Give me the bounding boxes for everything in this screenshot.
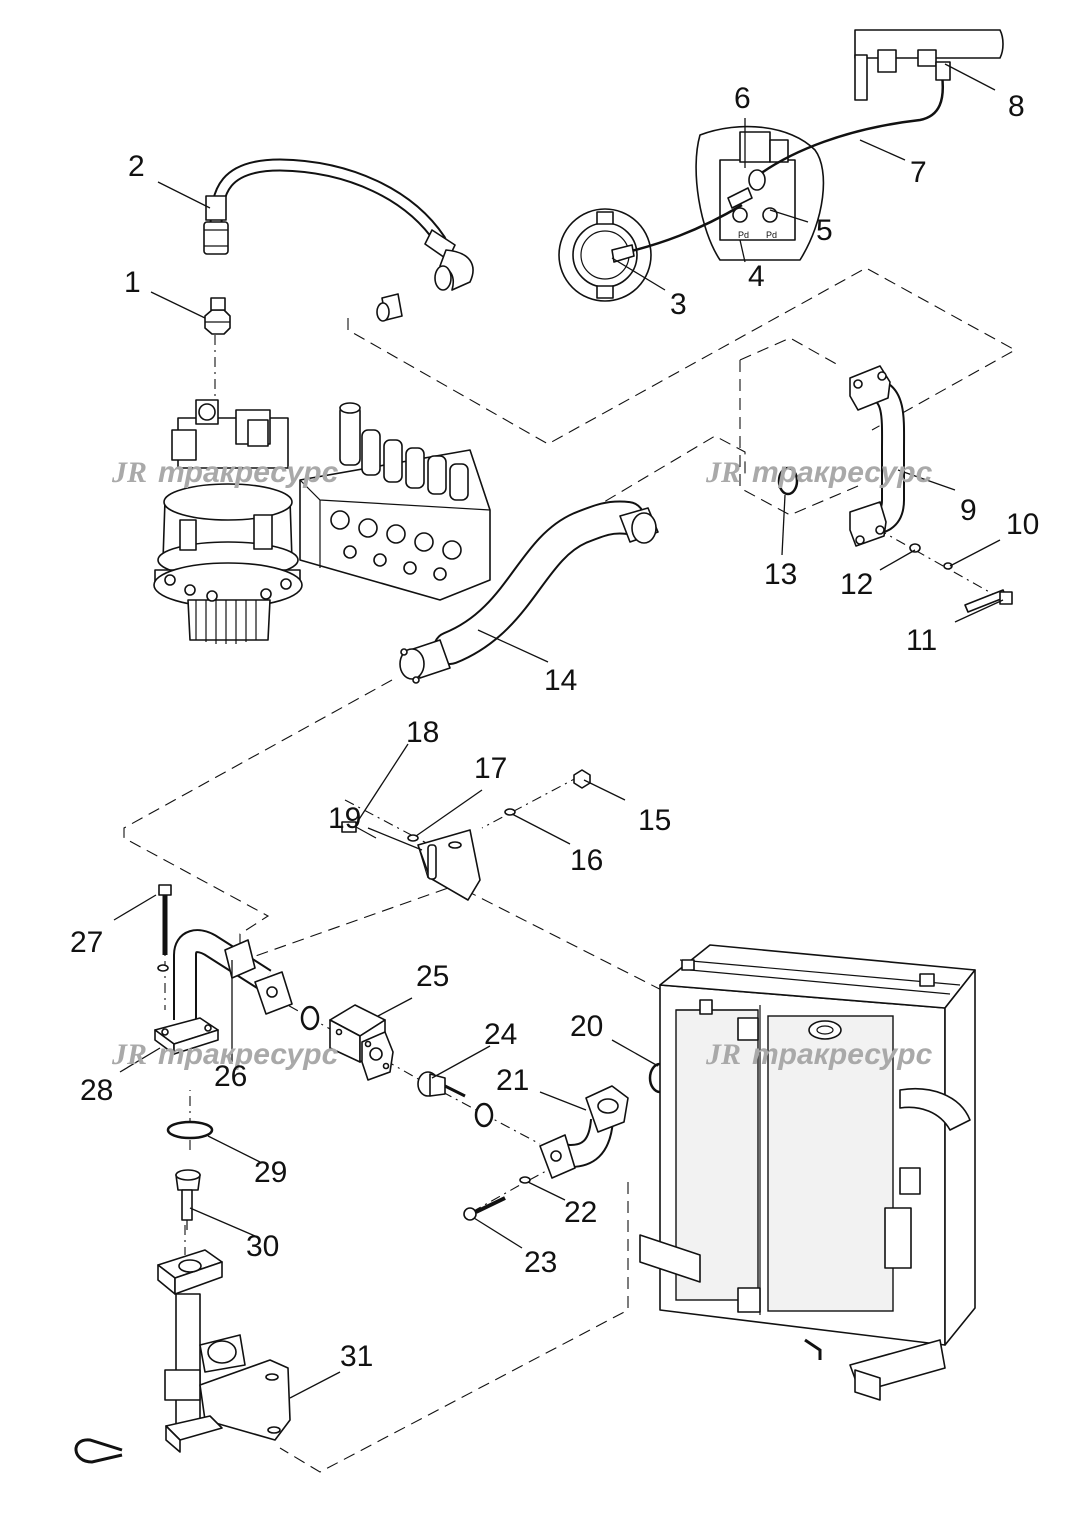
bolt-part-27 xyxy=(157,884,172,972)
callout-7: 7 xyxy=(910,156,927,189)
adapter-part-25 xyxy=(329,1004,394,1081)
watermark-text: тракресурс xyxy=(752,1038,933,1071)
watermark-text: тракресурс xyxy=(158,456,339,489)
washer-part-22 xyxy=(519,1176,531,1184)
radiator xyxy=(639,944,976,1401)
callout-27: 27 xyxy=(70,926,103,959)
watermark-logo: JR xyxy=(111,1038,147,1071)
washer-part-10 xyxy=(943,562,953,570)
swing-motor xyxy=(153,399,303,644)
valve-part-30 xyxy=(175,1169,201,1230)
oring-part-29 xyxy=(166,1120,214,1140)
callout-30: 30 xyxy=(246,1230,279,1263)
callout-17: 17 xyxy=(474,752,507,785)
callout-13: 13 xyxy=(764,558,797,591)
bolt-part-23 xyxy=(463,1196,506,1221)
callout-25: 25 xyxy=(416,960,449,993)
washer-part-17 xyxy=(407,834,419,842)
callout-15: 15 xyxy=(638,804,671,837)
u-bolt xyxy=(74,1438,123,1464)
leader-lines xyxy=(113,63,1004,1399)
pipe-part-26 xyxy=(173,929,293,1020)
control-valve xyxy=(299,402,491,601)
callout-21: 21 xyxy=(496,1064,529,1097)
callout-6: 6 xyxy=(734,82,751,115)
hose-part-2 xyxy=(203,158,474,322)
callout-24: 24 xyxy=(484,1018,517,1051)
fitting-part-24 xyxy=(417,1071,466,1098)
oring-left xyxy=(300,1005,320,1031)
callout-14: 14 xyxy=(544,664,577,697)
callout-9: 9 xyxy=(960,494,977,527)
fitting-part-1 xyxy=(204,297,231,335)
callout-28: 28 xyxy=(80,1074,113,1107)
washer-part-16 xyxy=(504,808,516,816)
watermark-1: JR тракресурс xyxy=(111,456,339,489)
callout-16: 16 xyxy=(570,844,603,877)
watermark-text: тракресурс xyxy=(752,456,933,489)
washer-part-12 xyxy=(909,543,921,553)
flange-part-28 xyxy=(154,1017,219,1055)
sensor-assembly: Pd Pd xyxy=(558,29,1004,302)
callout-10: 10 xyxy=(1006,508,1039,541)
callout-11: 11 xyxy=(906,624,937,657)
pipe-part-9 xyxy=(849,365,906,547)
callout-8: 8 xyxy=(1008,90,1025,123)
sensor-marking-right: Pd xyxy=(766,230,777,240)
callout-20: 20 xyxy=(570,1010,603,1043)
callout-26: 26 xyxy=(214,1060,247,1093)
callout-12: 12 xyxy=(840,568,873,601)
callout-5: 5 xyxy=(816,214,833,247)
callout-3: 3 xyxy=(670,288,687,321)
callout-29: 29 xyxy=(254,1156,287,1189)
pipe-part-31 xyxy=(157,1249,291,1453)
bracket-part-19 xyxy=(417,829,481,901)
watermark-logo: JR xyxy=(705,456,741,489)
hose-part-14 xyxy=(399,500,659,684)
oring-part-13 xyxy=(777,466,799,496)
bolt-part-11 xyxy=(964,589,1013,613)
callout-31: 31 xyxy=(340,1340,373,1373)
oring-mid xyxy=(474,1102,494,1128)
callout-1: 1 xyxy=(124,266,141,299)
watermark-text: тракресурс xyxy=(158,1038,339,1071)
watermark-3: JR тракресурс xyxy=(111,1038,339,1071)
callout-18: 18 xyxy=(406,716,439,749)
watermark-logo: JR xyxy=(111,456,147,489)
nut-part-15 xyxy=(573,769,591,789)
callout-23: 23 xyxy=(524,1246,557,1279)
watermark-2: JR тракресурс xyxy=(705,456,933,489)
watermark-4: JR тракресурс xyxy=(705,1038,933,1071)
callout-2: 2 xyxy=(128,150,145,183)
bolt-part-18 xyxy=(341,821,377,839)
callout-4: 4 xyxy=(748,260,765,293)
callout-labels: 1 2 3 4 5 6 7 8 9 10 11 12 13 14 15 16 1… xyxy=(70,82,1039,1373)
callout-22: 22 xyxy=(564,1196,597,1229)
watermark-logo: JR xyxy=(705,1038,741,1071)
callout-19: 19 xyxy=(328,802,361,835)
sensor-marking-left: Pd xyxy=(738,230,749,240)
pipe-part-21 xyxy=(539,1085,629,1179)
